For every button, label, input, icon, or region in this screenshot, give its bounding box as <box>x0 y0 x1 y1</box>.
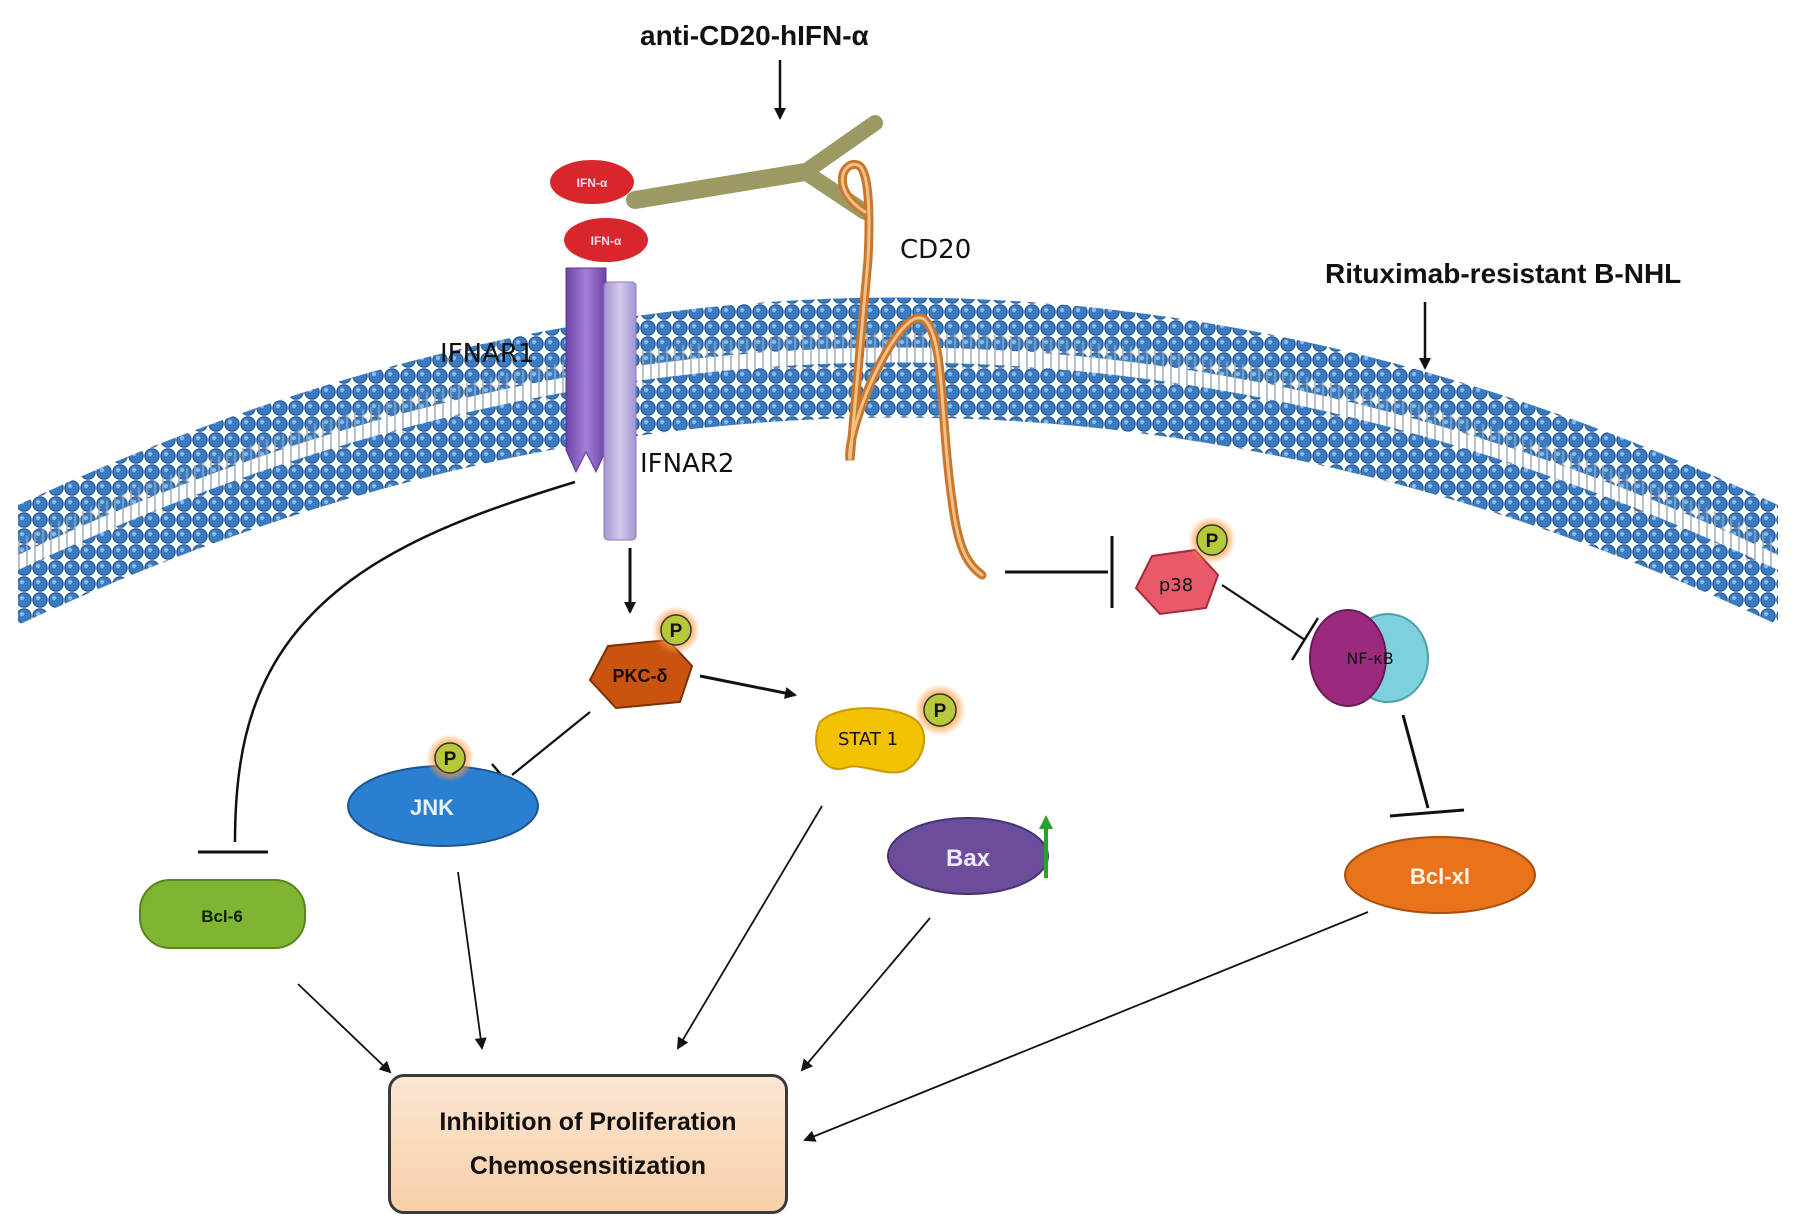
ifn-alpha-ligand-top: IFN-α <box>550 160 634 204</box>
membrane-inner-leaflet <box>18 362 1778 625</box>
ifnar1-receptor <box>565 267 607 474</box>
phospho-stat1-label: P <box>934 701 947 722</box>
arrow-pkc-to-stat1 <box>699 674 797 699</box>
membrane-outer-leaflet <box>18 297 1778 555</box>
outcome-line1: Inhibition of Proliferation <box>439 1108 737 1136</box>
phospho-jnk: P <box>426 734 474 782</box>
ifn-alpha-ligand-bottom-label: IFN-α <box>591 234 622 248</box>
phospho-p38-label: P <box>1206 531 1219 552</box>
jnk-label: JNK <box>410 795 454 820</box>
outcome-line2: Chemosensitization <box>469 1152 707 1180</box>
antibody-anti-cd20 <box>626 115 883 220</box>
ifn-alpha-ligand-top-label: IFN-α <box>577 176 608 190</box>
cell-membrane <box>18 297 1778 625</box>
ifn-alpha-ligand-bottom: IFN-α <box>564 218 648 262</box>
arrow-bclxl-to-outcome <box>803 911 1369 1142</box>
ifnar2-label: IFNAR2 <box>640 449 734 479</box>
nfkb-label: NF-κB <box>1346 649 1393 668</box>
stat1-node: STAT 1 <box>815 707 925 774</box>
ifnar1-label: IFNAR1 <box>440 339 534 369</box>
inhibit-bar-bclxl <box>1389 808 1465 818</box>
inhibit-nfkb-to-bclxl <box>1401 714 1430 809</box>
drug-label: anti-CD20-hIFN-α <box>640 20 869 51</box>
inhibit-p38-to-nfkb <box>1221 584 1306 641</box>
arrow-bcl6-to-outcome <box>297 983 392 1074</box>
inhibit-pkc-to-jnk <box>511 711 591 776</box>
membrane-tails <box>18 332 1778 575</box>
outcome-box: Inhibition of Proliferation Chemosensiti… <box>388 1074 788 1214</box>
arrow-stat1-to-outcome <box>676 805 823 1050</box>
arrow-bax-to-outcome <box>800 917 931 1072</box>
bcl6-node: Bcl-6 <box>139 879 306 949</box>
cd20-label: CD20 <box>900 235 971 265</box>
bcl6-label: Bcl-6 <box>201 907 243 926</box>
cell-label: Rituximab-resistant B-NHL <box>1325 258 1681 289</box>
ifnar2-receptor <box>603 281 637 541</box>
phospho-jnk-label: P <box>444 749 457 770</box>
cd20-protein-highlight <box>840 163 984 577</box>
ifnar-receptor <box>565 267 637 541</box>
inhibit-bar-nfkb <box>1290 617 1320 661</box>
p38-label: p38 <box>1159 575 1193 596</box>
phospho-pkc: P <box>652 606 700 654</box>
bclxl-node: Bcl-xl <box>1344 836 1536 914</box>
phospho-pkc-label: P <box>670 621 683 642</box>
bax-label: Bax <box>946 845 991 872</box>
phospho-p38: P <box>1188 516 1236 564</box>
arrow-jnk-to-outcome <box>457 871 487 1050</box>
inhibit-ifnar-to-bcl6 <box>233 480 576 843</box>
pkc-delta-label: PKC-δ <box>613 666 668 686</box>
nfkb-node: NF-κB <box>1309 609 1429 707</box>
stat1-label: STAT 1 <box>838 729 898 750</box>
bclxl-label: Bcl-xl <box>1410 864 1470 889</box>
phospho-stat1: P <box>914 684 966 736</box>
bax-node: Bax <box>887 817 1049 895</box>
